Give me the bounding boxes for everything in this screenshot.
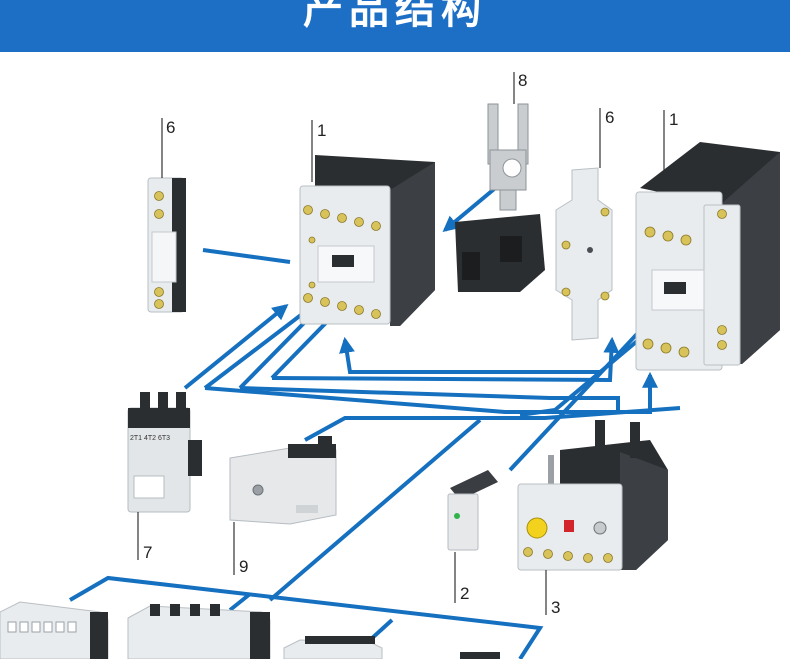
route-bottom-bus	[68, 575, 544, 659]
contactor-large	[635, 142, 780, 371]
relay-terminal-marking: 2T1 4T2 6T3	[130, 435, 170, 442]
contactor-small	[299, 155, 435, 326]
module-9	[229, 436, 337, 525]
label-6-left: 6	[166, 118, 175, 137]
route-return	[339, 336, 600, 374]
route-bottom-a	[228, 592, 252, 612]
aux-contact-side	[555, 167, 613, 341]
label-8: 8	[518, 71, 527, 90]
label-7: 7	[143, 543, 152, 562]
route-bus-upper	[239, 386, 620, 412]
title-banner: 产品结构	[0, 0, 790, 52]
route-to-contactor-right	[204, 371, 658, 414]
connector-lines	[68, 178, 683, 659]
bracket-8	[487, 103, 529, 211]
aux-contact-left	[147, 177, 186, 313]
mounting-base	[455, 214, 545, 292]
callouts: 6 1 8 6 1 7 9 2 3	[137, 71, 678, 617]
label-6-right: 6	[605, 108, 614, 127]
label-2: 2	[460, 584, 469, 603]
label-1-right: 1	[669, 110, 678, 129]
bottom-aux-blocks	[0, 601, 500, 659]
route-bus-mid	[271, 336, 620, 383]
label-9: 9	[239, 557, 248, 576]
route-diagonal-down	[268, 418, 482, 602]
label-3: 3	[551, 598, 560, 617]
banner-title: 产品结构	[303, 0, 487, 33]
rc-module-2	[447, 470, 498, 551]
thermal-relay-3	[517, 420, 668, 571]
route-relay-b	[203, 300, 321, 390]
route-module9	[304, 406, 681, 442]
label-1-left: 1	[317, 121, 326, 140]
route-rc-to-contactor	[508, 317, 653, 472]
route-relay-a	[183, 303, 289, 390]
route-aux-to-contactor	[202, 248, 291, 264]
overload-relay-7: 2T1 4T2 6T3	[127, 392, 202, 513]
